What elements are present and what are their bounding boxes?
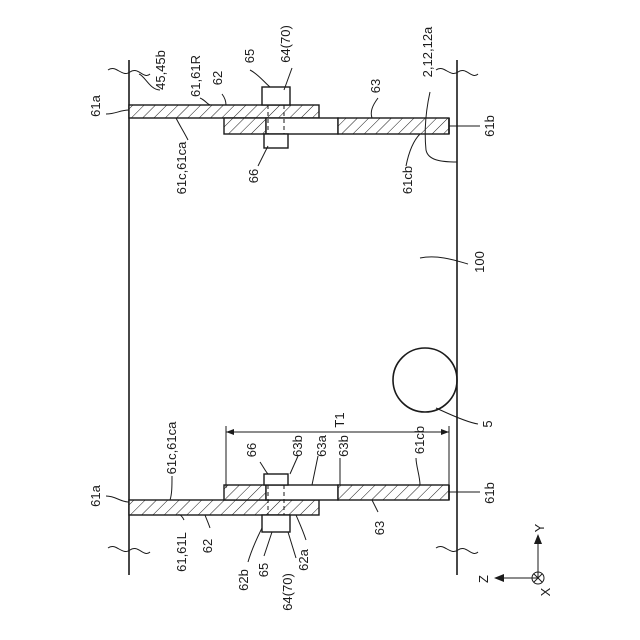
axis-label-x: X	[538, 587, 553, 596]
label-63b-b: 63b	[336, 435, 351, 457]
label-64-70-right: 64(70)	[278, 25, 293, 63]
label-5: 5	[480, 420, 495, 427]
label-62-right: 62	[210, 71, 225, 85]
label-63b-a: 63b	[290, 435, 305, 457]
plate-62-left	[129, 500, 319, 515]
label-61-61l: 61,61L	[174, 532, 189, 572]
label-61cb-left: 61cb	[412, 426, 427, 454]
label-61c-61ca-right: 61c,61ca	[174, 141, 189, 195]
label-45-45b: 45,45b	[153, 50, 168, 90]
label-100: 100	[472, 251, 487, 273]
label-61b-top: 61b	[482, 115, 497, 137]
roller-5	[393, 348, 457, 412]
nut-66-left	[264, 474, 288, 485]
label-63-right: 63	[368, 79, 383, 93]
plate-62-right	[129, 105, 319, 118]
label-61-61r: 61,61R	[188, 55, 203, 97]
bolt-head-65-right	[262, 87, 290, 105]
sheet-63-left	[338, 485, 449, 500]
label-61b-bottom: 61b	[482, 482, 497, 504]
label-63-left: 63	[372, 521, 387, 535]
label-62b: 62b	[236, 569, 251, 591]
dim-arrow	[441, 429, 449, 435]
label-2-12-12a: 2,12,12a	[420, 26, 435, 77]
plate-61c-right	[224, 118, 266, 134]
label-64-70-left: 64(70)	[280, 573, 295, 611]
dim-arrow	[226, 429, 234, 435]
plate-61c-left	[224, 485, 266, 500]
sheet-63-right	[338, 118, 449, 134]
axis-indicator	[494, 534, 544, 584]
bolt-head-65-left	[262, 515, 290, 532]
label-61c-61ca-left: 61c,61ca	[164, 421, 179, 475]
label-66-right: 66	[246, 169, 261, 183]
label-65-left: 65	[256, 563, 271, 577]
label-61cb-right: 61cb	[400, 166, 415, 194]
label-t1: T1	[332, 412, 347, 427]
axis-label-y: Y	[532, 523, 547, 532]
axis-label-z: Z	[476, 575, 491, 583]
label-61a-bottom: 61a	[88, 484, 103, 506]
label-63a: 63a	[314, 434, 329, 456]
label-62-left: 62	[200, 539, 215, 553]
label-61a-top: 61a	[88, 94, 103, 116]
label-62a: 62a	[296, 548, 311, 570]
label-66-left: 66	[244, 443, 259, 457]
label-65-right: 65	[242, 49, 257, 63]
sheet-61c-right	[266, 118, 338, 134]
sheet-63a-left	[266, 485, 338, 500]
